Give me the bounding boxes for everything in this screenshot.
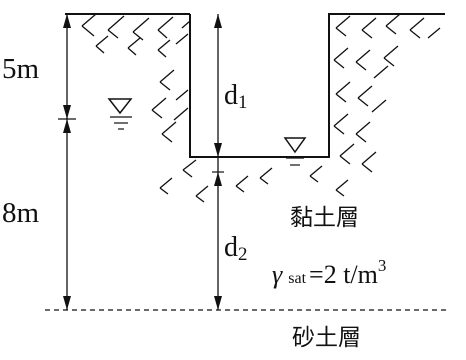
- water-table-excavation-icon: [283, 137, 307, 166]
- lower-depth-label: 8m: [2, 197, 40, 229]
- d1-label: d1: [224, 80, 248, 113]
- clay-layer-label: 黏土層: [290, 205, 359, 230]
- upper-depth-label: 5m: [2, 53, 40, 85]
- water-table-left-icon: [107, 98, 133, 130]
- soil-hatching: [81, 13, 441, 203]
- excavation-outline: [189, 14, 330, 158]
- excavation-dimension-line: [212, 14, 224, 310]
- left-dimension-line: [58, 14, 76, 310]
- sand-layer-label: 砂土層: [292, 325, 361, 350]
- d2-label: d2: [224, 232, 248, 265]
